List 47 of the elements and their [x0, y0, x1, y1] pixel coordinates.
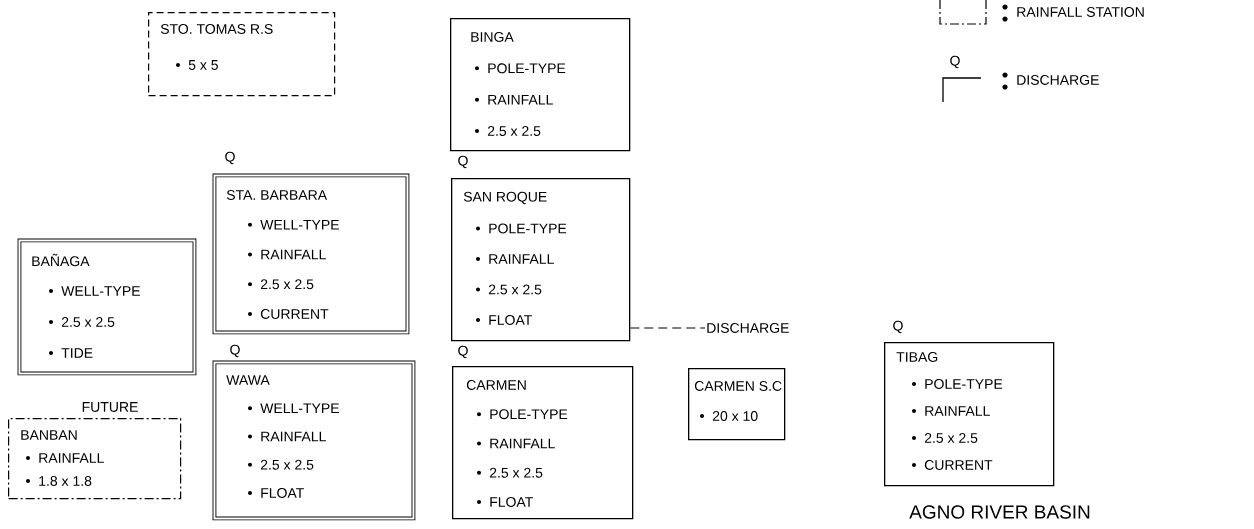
node-label: RAINFALL	[261, 431, 326, 442]
node-label: WELL-TYPE	[260, 219, 339, 230]
node-label: WELL-TYPE	[260, 403, 339, 414]
node-label: POLE-TYPE	[925, 379, 1003, 389]
legend-text: DISCHARGE	[1017, 75, 1099, 85]
node-label: STA. BARBARA	[226, 190, 328, 200]
station-box: STA. BARBARA WELL-TYPE RAINFALL 2.5 x 2.5 CURRENT	[212, 173, 410, 335]
node-label: 2.5 x 2.5	[260, 459, 314, 470]
node-label: 2.5 x 2.5	[260, 279, 314, 290]
station-box: STO. TOMAS R.S 5 x 5	[148, 12, 336, 97]
node-label: CURRENT	[924, 460, 993, 470]
node-label: 2.5 x 2.5	[488, 284, 542, 295]
node-label: CURRENT	[260, 309, 329, 319]
station-note: Q	[458, 345, 468, 359]
legend-text: RAINFALL STATION	[1017, 7, 1144, 17]
node-label: POLE-TYPE	[489, 223, 567, 234]
node-label: TIBAG	[896, 352, 938, 362]
diagram-title: AGNO RIVER BASIN	[909, 505, 1090, 519]
station-note: FUTURE	[82, 402, 138, 412]
station-box: BINGA POLE-TYPE RAINFALL 2.5 x 2.5	[450, 18, 631, 152]
station-box: BAÑAGA WELL-TYPE 2.5 x 2.5 TIDE	[17, 238, 197, 376]
node-label: 2.5 x 2.5	[924, 433, 978, 443]
station-box: WAWA WELL-TYPE RAINFALL 2.5 x 2.5 FLOAT	[212, 360, 416, 521]
station-box: CARMEN S.C 20 x 10	[688, 368, 786, 441]
node-label: FLOAT	[489, 315, 532, 325]
node-label: POLE-TYPE	[490, 409, 568, 420]
node-label: WAWA	[226, 375, 270, 385]
node-label: CARMEN	[466, 380, 526, 390]
station-note: Q	[230, 344, 240, 358]
station-label: DISCHARGE	[707, 323, 789, 333]
node-label: 2.5 x 2.5	[489, 467, 543, 478]
connector-line	[629, 327, 706, 329]
station-note: Q	[458, 155, 468, 169]
node-label: RAINFALL	[490, 438, 555, 449]
station-box: TIBAG POLE-TYPE RAINFALL 2.5 x 2.5 CURRENT	[884, 342, 1055, 487]
node-label: SAN ROQUE	[463, 191, 547, 205]
node-label: RAINFALL	[489, 254, 554, 264]
station-note: Q	[893, 320, 903, 334]
station-note: Q	[225, 151, 235, 165]
node-label: RAINFALL	[925, 406, 990, 416]
q-mark: Q	[950, 55, 960, 69]
node-label: FLOAT	[490, 497, 533, 507]
node-label: FLOAT	[261, 488, 304, 498]
station-box: CARMEN POLE-TYPE RAINFALL 2.5 x 2.5 FLOAT	[452, 366, 634, 520]
station-box: BANBAN RAINFALL 1.8 x 1.8	[8, 418, 182, 500]
station-box: SAN ROQUE POLE-TYPE RAINFALL 2.5 x 2.5 FLOAT	[451, 178, 631, 342]
node-label: RAINFALL	[261, 249, 326, 260]
